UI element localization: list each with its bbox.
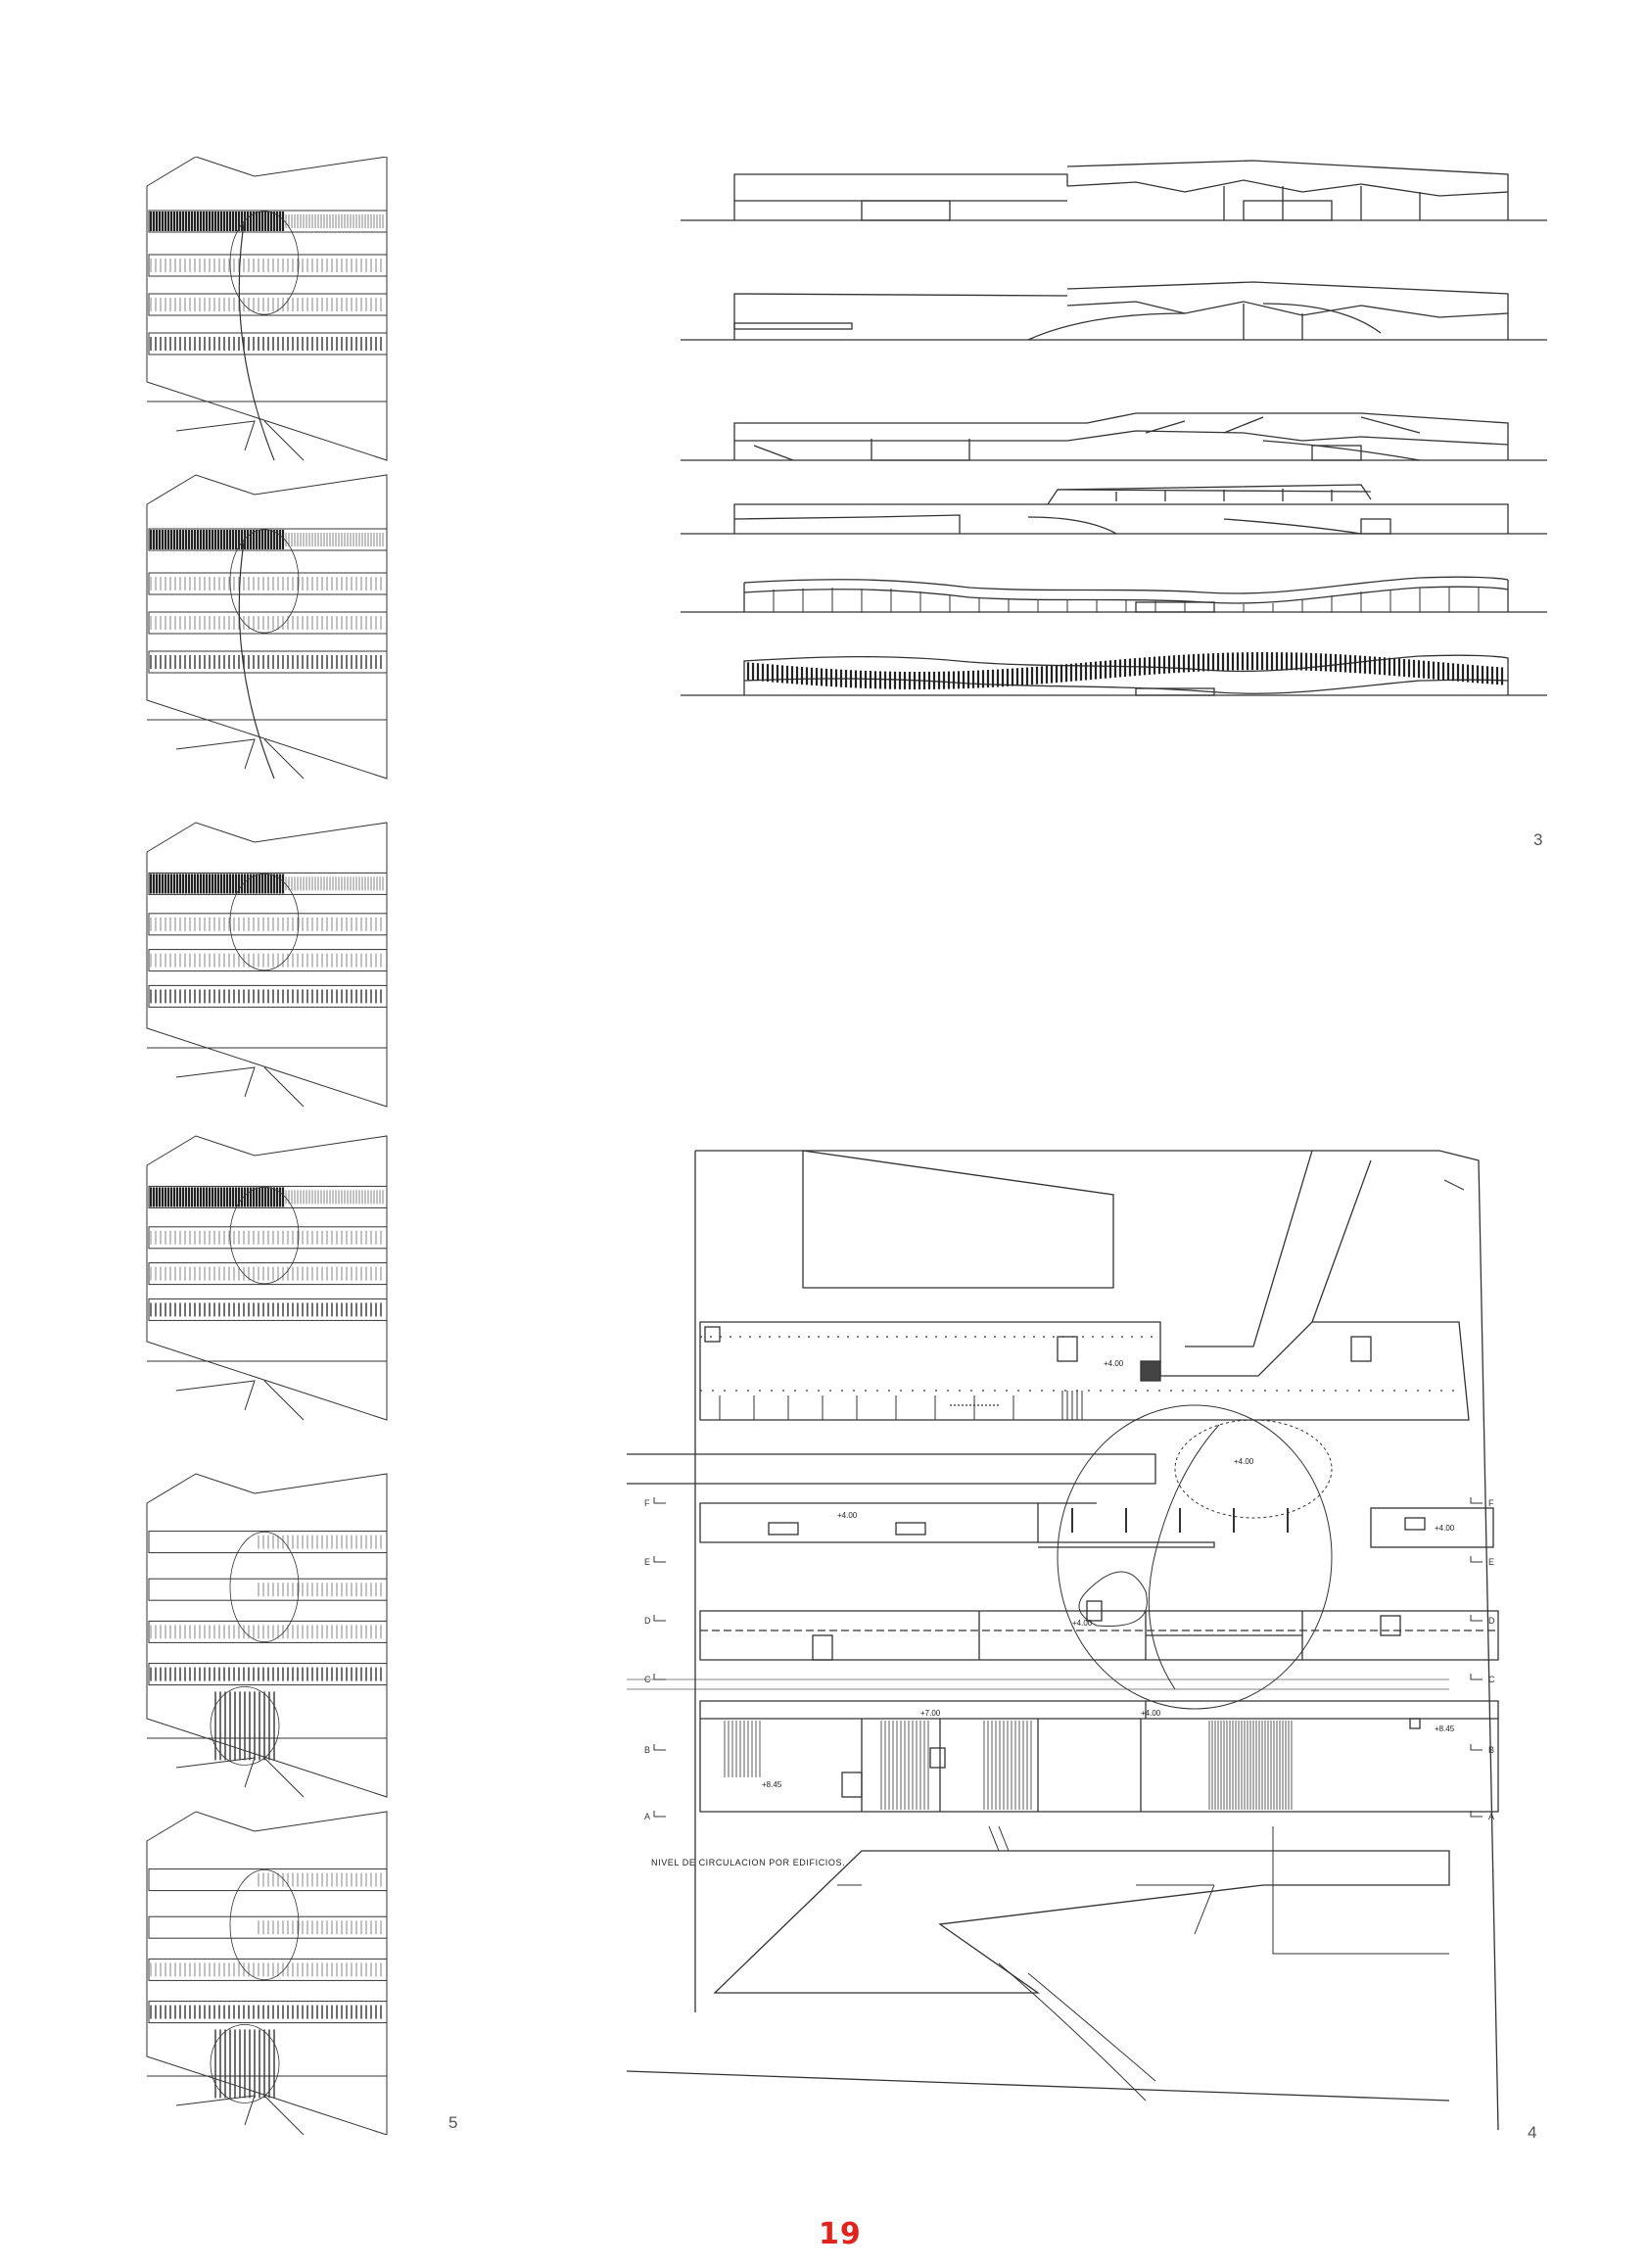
elevation-2 bbox=[681, 281, 1547, 341]
level-f-right: +4.00 bbox=[1435, 1524, 1455, 1533]
plan-level-labels: +4.00 +4.00 +4.00 +4.00 +4.00 +7.00 +4.0… bbox=[651, 1359, 1455, 1867]
axis-label-left-F: F bbox=[644, 1498, 650, 1508]
site-diagram-3 bbox=[146, 822, 388, 1108]
building-d bbox=[699, 1610, 1499, 1661]
elevation-6 bbox=[681, 654, 1547, 696]
upper-building bbox=[699, 1321, 1470, 1421]
building-top bbox=[802, 1150, 1114, 1289]
building-b bbox=[699, 1700, 1499, 1813]
elevation-6-facade-hatch bbox=[746, 652, 1504, 689]
elevations-figure bbox=[681, 160, 1547, 696]
page-number: 19 bbox=[819, 2217, 862, 2251]
site-diagram-2 bbox=[146, 474, 388, 780]
axis-label-left-B: B bbox=[644, 1745, 650, 1755]
axis-label-right-E: E bbox=[1488, 1557, 1494, 1567]
road-band bbox=[627, 1453, 1156, 1485]
level-top-bar: +4.00 bbox=[1104, 1359, 1124, 1368]
figure-number-3: 3 bbox=[1533, 830, 1543, 849]
level-d-center: +4.00 bbox=[1072, 1619, 1093, 1628]
site-boundary bbox=[627, 1150, 1499, 2130]
elevation-3 bbox=[681, 412, 1547, 461]
plan-caption: NIVEL DE CIRCULACION POR EDIFICIOS. bbox=[651, 1858, 845, 1867]
axis-label-right-A: A bbox=[1488, 1812, 1494, 1821]
level-f-left: +4.00 bbox=[837, 1511, 858, 1520]
plan-figure: +4.00 +4.00 +4.00 +4.00 +4.00 +7.00 +4.0… bbox=[627, 1150, 1499, 2130]
lower-plaza bbox=[713, 1850, 1450, 1994]
site-diagram-5 bbox=[146, 1473, 388, 1798]
diagrams-figure bbox=[146, 157, 388, 2135]
axis-label-right-C: C bbox=[1488, 1675, 1495, 1684]
level-b-seven: +7.00 bbox=[920, 1709, 941, 1718]
axis-label-left-C: C bbox=[644, 1675, 651, 1684]
site-diagram-6 bbox=[146, 1811, 388, 2135]
oval-plaza bbox=[1057, 1404, 1333, 1710]
level-b-right: +8.45 bbox=[1435, 1725, 1455, 1733]
figure-number-5: 5 bbox=[448, 2113, 458, 2132]
axis-label-left-D: D bbox=[644, 1616, 651, 1626]
elevation-4 bbox=[681, 484, 1547, 535]
axis-label-left-E: E bbox=[644, 1557, 650, 1567]
site-diagram-4 bbox=[146, 1135, 388, 1421]
plan-axis-labels: F F E E D D C C B B A A bbox=[644, 1497, 1495, 1821]
building-f bbox=[699, 1502, 1039, 1543]
axis-label-right-D: D bbox=[1488, 1616, 1495, 1626]
elevation-1 bbox=[681, 160, 1547, 221]
level-ellipse: +4.00 bbox=[1234, 1457, 1254, 1466]
diagonal-road bbox=[1185, 1150, 1372, 1347]
axis-label-left-A: A bbox=[644, 1812, 650, 1821]
level-b-left: +8.45 bbox=[762, 1780, 782, 1789]
figure-number-4: 4 bbox=[1528, 2123, 1537, 2142]
site-diagram-1 bbox=[146, 157, 388, 461]
axis-label-right-B: B bbox=[1488, 1745, 1494, 1755]
level-b-center: +4.00 bbox=[1141, 1709, 1161, 1718]
axis-label-right-F: F bbox=[1488, 1498, 1494, 1508]
elevation-5 bbox=[681, 576, 1547, 613]
